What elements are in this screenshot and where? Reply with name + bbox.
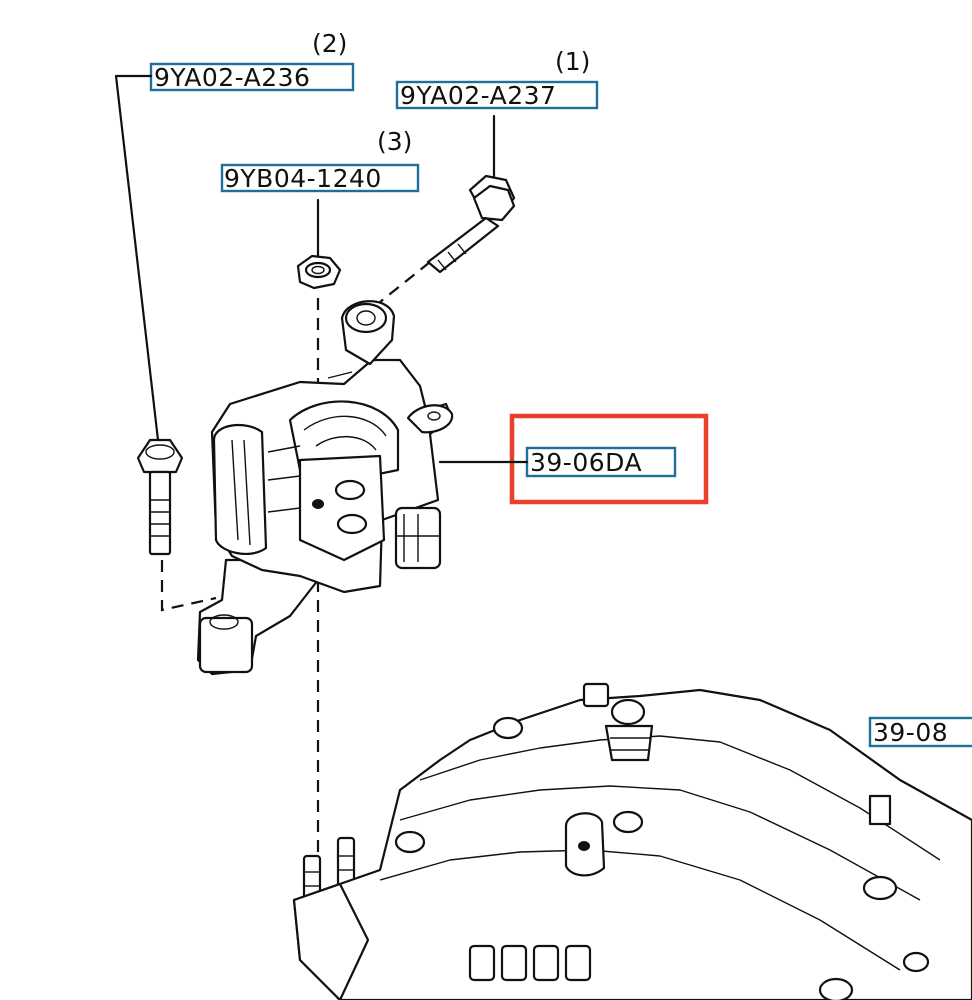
bolt-1 (426, 174, 516, 274)
main-part-callout: 39-06DA (509, 413, 709, 505)
callout-2-index: (2) (312, 29, 347, 58)
engine-mount (196, 300, 454, 676)
callout-3-index: (3) (377, 127, 412, 156)
nut-3 (296, 254, 342, 290)
main-part-number[interactable]: 39-06DA (530, 448, 642, 477)
leader-lines (114, 74, 529, 464)
related-part-label-box (868, 716, 972, 748)
related-part-number[interactable]: 39-08 (873, 718, 948, 747)
callout-1-label-box (395, 80, 599, 110)
callout-3-part-number[interactable]: 9YB04-1240 (224, 164, 382, 193)
callout-2: (2) 9YA02-A236 (149, 29, 355, 92)
callout-3: (3) 9YB04-1240 (220, 127, 420, 193)
main-part-highlight-box (509, 413, 709, 505)
callout-1-part-number[interactable]: 9YA02-A237 (400, 81, 556, 110)
callout-1-index: (1) (555, 47, 590, 76)
callout-3-label-box (220, 163, 420, 193)
engine-block (292, 682, 972, 1000)
bolt-2 (136, 438, 184, 556)
callout-2-part-number[interactable]: 9YA02-A236 (154, 63, 310, 92)
callout-1: (1) 9YA02-A237 (395, 47, 599, 110)
related-part-callout: 39-08 (868, 716, 972, 748)
